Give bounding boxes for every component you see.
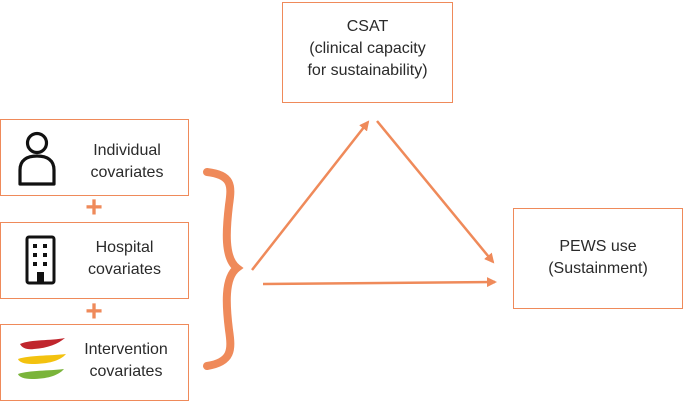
intervention-covariates-label: Intervention covariates xyxy=(70,339,182,383)
csat-box xyxy=(282,2,453,103)
pews-title: PEWS use xyxy=(559,238,637,255)
arrow-csat-to-pews xyxy=(376,120,495,264)
arrow-covariates-to-csat xyxy=(251,120,370,271)
intervention-covariates-box xyxy=(0,324,189,401)
arrow-covariates-to-pews xyxy=(262,277,497,288)
csat-title: CSAT xyxy=(346,18,389,35)
pews-subtitle: (Sustainment) xyxy=(548,260,648,277)
csat-line3: for sustainability) xyxy=(307,62,428,79)
csat-line2: (clinical capacity xyxy=(309,40,426,57)
individual-covariates-subtitle: covariates xyxy=(90,164,164,181)
hospital-covariates-box xyxy=(0,222,189,299)
individual-covariates-title: Individual xyxy=(93,142,161,159)
plus-sign-2: + xyxy=(85,295,103,328)
intervention-covariates-subtitle: covariates xyxy=(89,363,163,380)
pews-label: PEWS use (Sustainment) xyxy=(513,236,683,280)
pews-box xyxy=(513,208,683,309)
csat-label: CSAT (clinical capacity for sustainabili… xyxy=(282,16,453,82)
hospital-covariates-title: Hospital xyxy=(95,239,154,256)
grouping-brace xyxy=(203,168,244,370)
plus-sign-1: + xyxy=(85,191,103,224)
intervention-covariates-title: Intervention xyxy=(84,341,168,358)
hospital-covariates-label: Hospital covariates xyxy=(72,237,177,281)
hospital-covariates-subtitle: covariates xyxy=(88,261,161,278)
individual-covariates-label: Individual covariates xyxy=(72,140,182,184)
